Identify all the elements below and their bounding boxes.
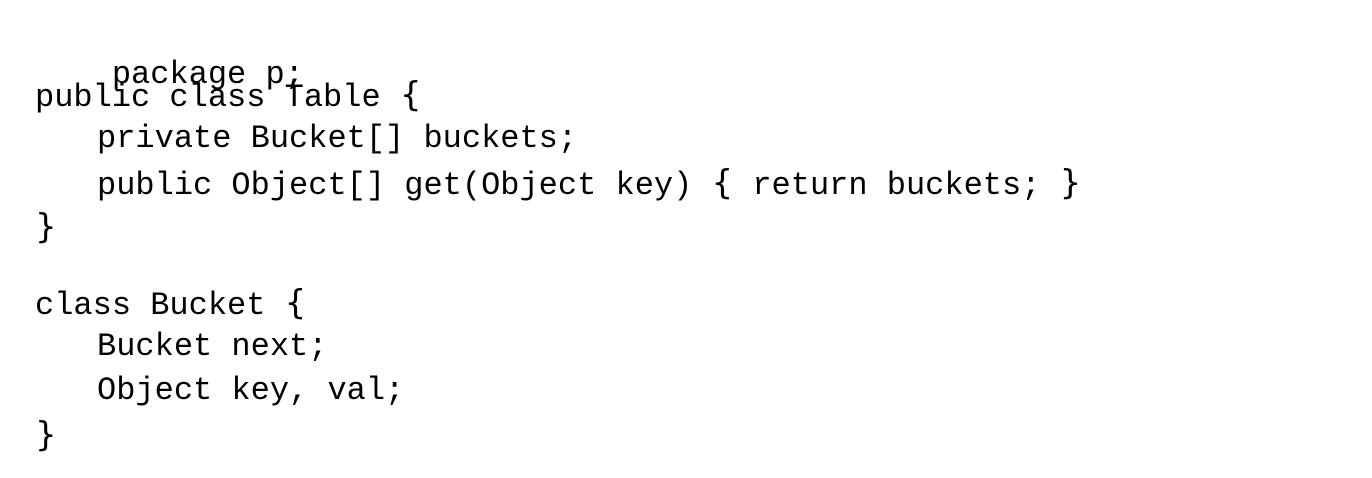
key-val-field: Object key, val;: [97, 369, 404, 413]
key-val-field-text: Object key, val;: [97, 372, 405, 409]
buckets-field-text: private Bucket[] buckets;: [97, 120, 578, 157]
table-open-brace: {: [399, 75, 422, 115]
package-declaration: package p;: [35, 9, 304, 93]
next-field: Bucket next;: [97, 325, 327, 369]
bucket-class-declaration: class Bucket {: [35, 281, 306, 325]
bucket-open-brace: {: [284, 283, 307, 323]
table-close-brace: }: [35, 207, 57, 247]
get-method-close-brace: }: [1059, 163, 1082, 203]
get-method-signature: public Object[] get(Object key): [97, 167, 712, 204]
table-class-signature: public class Table: [35, 79, 400, 116]
bucket-close-brace: }: [35, 415, 57, 455]
buckets-field: private Bucket[] buckets;: [97, 117, 577, 161]
table-class-end: }: [35, 205, 57, 249]
next-field-text: Bucket next;: [97, 328, 328, 365]
package-text: package p;: [111, 56, 304, 93]
bucket-class-signature: class Bucket: [35, 287, 285, 324]
get-method: public Object[] get(Object key) { return…: [97, 161, 1081, 205]
bucket-class-end: }: [35, 413, 57, 457]
get-method-open-brace: {: [711, 163, 734, 203]
table-class-declaration: public class Table {: [35, 73, 422, 117]
get-method-body: return buckets;: [733, 167, 1060, 204]
